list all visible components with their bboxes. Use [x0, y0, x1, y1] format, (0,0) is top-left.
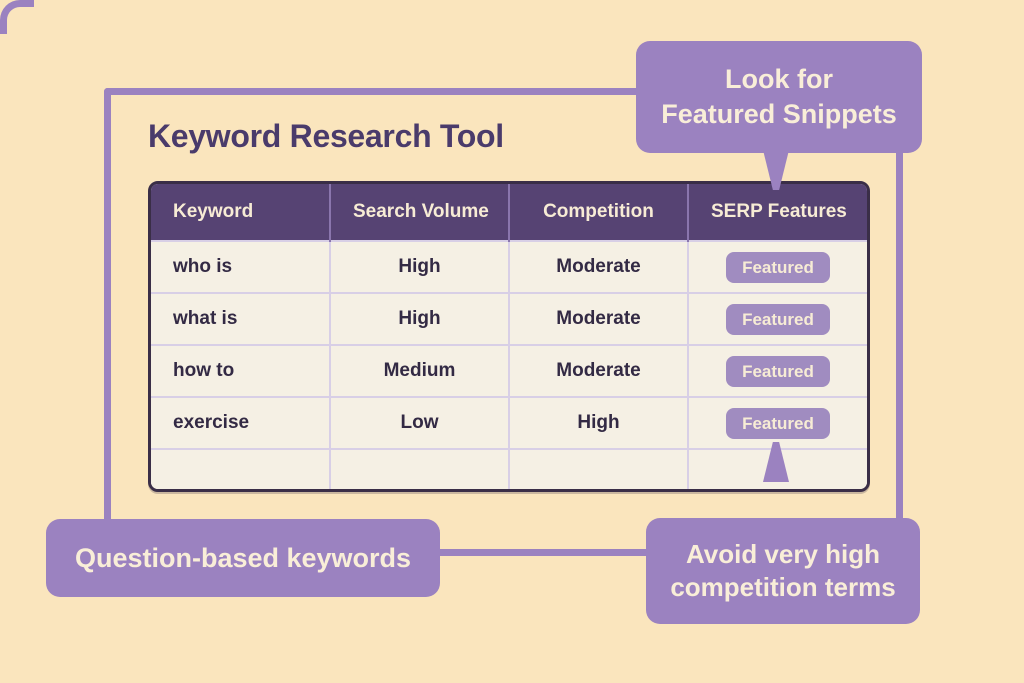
- cell-keyword: [151, 448, 331, 489]
- cell-competition: [509, 448, 689, 489]
- keyword-table: Keyword Search Volume Competition SERP F…: [151, 184, 867, 489]
- cell-competition: Moderate: [509, 344, 689, 397]
- callout-line-1: Question-based keywords: [74, 542, 412, 573]
- callout-avoid-competition: Avoid very high competition terms: [646, 518, 920, 624]
- connector-line-right: [896, 120, 903, 554]
- column-header-keyword[interactable]: Keyword: [151, 184, 331, 241]
- cell-serp-features: Featured: [688, 292, 867, 345]
- cell-serp-features: Featured: [688, 396, 867, 449]
- connector-line-bottom: [420, 549, 682, 556]
- cell-serp-features: Featured: [688, 344, 867, 397]
- callout-line-2: competition terms: [670, 572, 896, 602]
- cell-search-volume: [330, 448, 510, 489]
- cell-competition: High: [509, 396, 689, 449]
- keyword-table-card: Keyword Search Volume Competition SERP F…: [148, 181, 870, 492]
- status-badge: Featured: [726, 355, 830, 387]
- table-row[interactable]: what is High Moderate Featured: [151, 292, 867, 345]
- column-header-competition[interactable]: Competition: [509, 184, 689, 241]
- table-row[interactable]: who is High Moderate Featured: [151, 240, 867, 293]
- cell-search-volume: Medium: [330, 344, 510, 397]
- cell-keyword: who is: [151, 240, 331, 293]
- table-row[interactable]: how to Medium Moderate Featured: [151, 344, 867, 397]
- status-badge: Featured: [726, 407, 830, 439]
- table-header-row: Keyword Search Volume Competition SERP F…: [151, 184, 867, 241]
- callout-line-1: Avoid very high: [685, 538, 881, 569]
- connector-corner-top-left: [0, 0, 34, 34]
- column-header-serp-features[interactable]: SERP Features: [688, 184, 867, 241]
- cell-search-volume: Low: [330, 396, 510, 449]
- status-badge: Featured: [726, 251, 830, 283]
- cell-search-volume: High: [330, 292, 510, 345]
- cell-keyword: what is: [151, 292, 331, 345]
- table-header: Keyword Search Volume Competition SERP F…: [151, 184, 867, 241]
- cell-serp-features: Featured: [688, 240, 867, 293]
- callout-featured-snippets: Look for Featured Snippets: [636, 41, 922, 153]
- table-row-empty[interactable]: [151, 448, 867, 489]
- status-badge: Featured: [726, 303, 830, 335]
- connector-line-left: [104, 88, 111, 554]
- cell-keyword: exercise: [151, 396, 331, 449]
- cell-competition: Moderate: [509, 292, 689, 345]
- table-body: who is High Moderate Featured what is Hi…: [151, 240, 867, 489]
- cell-competition: Moderate: [509, 240, 689, 293]
- connector-line-top: [104, 88, 780, 95]
- callout-line-1: Look for: [725, 64, 833, 95]
- callout-line-2: Featured Snippets: [661, 99, 897, 129]
- cell-keyword: how to: [151, 344, 331, 397]
- callout-question-keywords: Question-based keywords: [46, 519, 440, 597]
- table-row[interactable]: exercise Low High Featured: [151, 396, 867, 449]
- page-title: Keyword Research Tool: [148, 118, 504, 154]
- cell-search-volume: High: [330, 240, 510, 293]
- column-header-search-volume[interactable]: Search Volume: [330, 184, 510, 241]
